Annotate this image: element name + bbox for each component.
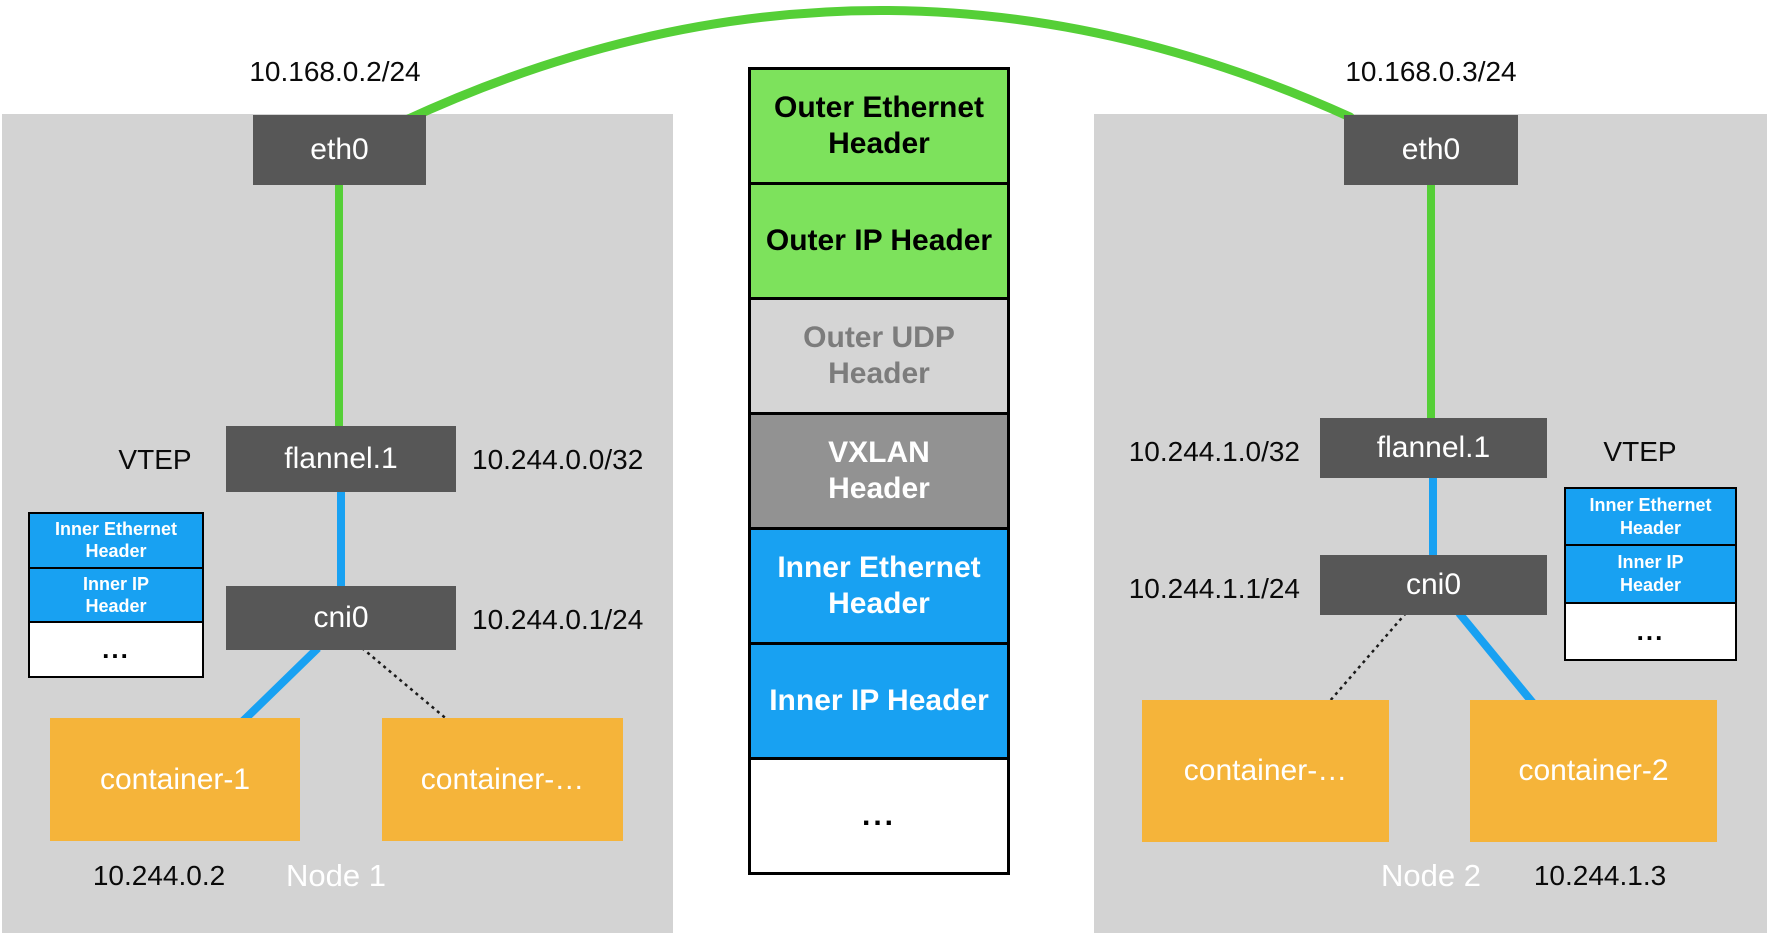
packet-inner-ip-header: Inner IP Header (751, 645, 1007, 760)
node2-vtep-label: VTEP (1603, 436, 1677, 467)
node2-container-n: container-… (1142, 700, 1389, 842)
node2-flannel-ip: 10.244.1.0/32 (1128, 436, 1300, 467)
node2-stack-ellipsis: ... (1566, 603, 1735, 659)
node2-container2-ip: 10.244.1.3 (1533, 860, 1667, 891)
node2-container-2: container-2 (1470, 700, 1717, 842)
node2-cni0-container-n-dotted-link (1328, 612, 1407, 703)
node2-eth0-interface: eth0 (1344, 115, 1518, 185)
node1-name-label: Node 1 (286, 858, 386, 893)
node1-cni0-container-n-dotted-link (361, 647, 450, 722)
node2-cni0-bridge: cni0 (1320, 555, 1547, 615)
node1-flannel-ip: 10.244.0.0/32 (472, 444, 644, 475)
packet-vxlan-header: VXLAN Header (751, 415, 1007, 530)
packet-payload-ellipsis: ... (751, 760, 1007, 872)
node1-inner-packet-stack: Inner Ethernet Header Inner IP Header ..… (28, 512, 204, 678)
node1-stack-inner-ip-header: Inner IP Header (30, 568, 202, 624)
node2-inner-packet-stack: Inner Ethernet Header Inner IP Header ..… (1564, 487, 1737, 661)
node2-cni0-container2-link (1455, 610, 1537, 706)
node2-stack-inner-ip-header: Inner IP Header (1566, 546, 1735, 604)
node1-container-1: container-1 (50, 718, 300, 841)
node2-name-label: Node 2 (1381, 858, 1481, 893)
node1-cni0-bridge: cni0 (226, 586, 456, 650)
vxlan-tunnel-link (399, 6, 1355, 126)
node1-stack-inner-ethernet-header: Inner Ethernet Header (30, 514, 202, 569)
node1-eth0-ip: 10.168.0.2/24 (249, 56, 421, 87)
packet-outer-udp-header: Outer UDP Header (751, 300, 1007, 415)
packet-inner-ethernet-header: Inner Ethernet Header (751, 530, 1007, 645)
node2-cni0-ip: 10.244.1.1/24 (1128, 573, 1300, 604)
node1-cni0-container1-link (240, 645, 321, 724)
node1-cni0-ip: 10.244.0.1/24 (472, 604, 644, 635)
node1-flannel-interface: flannel.1 (226, 426, 456, 492)
node2-flannel-interface: flannel.1 (1320, 418, 1547, 478)
node1-vtep-label: VTEP (118, 444, 192, 475)
node1-eth0-interface: eth0 (253, 115, 426, 185)
node1-container1-ip: 10.244.0.2 (92, 860, 226, 891)
packet-outer-ethernet-header: Outer Ethernet Header (751, 70, 1007, 185)
node1-stack-ellipsis: ... (30, 623, 202, 677)
vxlan-packet-structure: Outer Ethernet Header Outer IP Header Ou… (748, 67, 1010, 875)
node2-eth0-ip: 10.168.0.3/24 (1345, 56, 1517, 87)
node1-container-n: container-… (382, 718, 623, 841)
node2-stack-inner-ethernet-header: Inner Ethernet Header (1566, 489, 1735, 547)
packet-outer-ip-header: Outer IP Header (751, 185, 1007, 300)
